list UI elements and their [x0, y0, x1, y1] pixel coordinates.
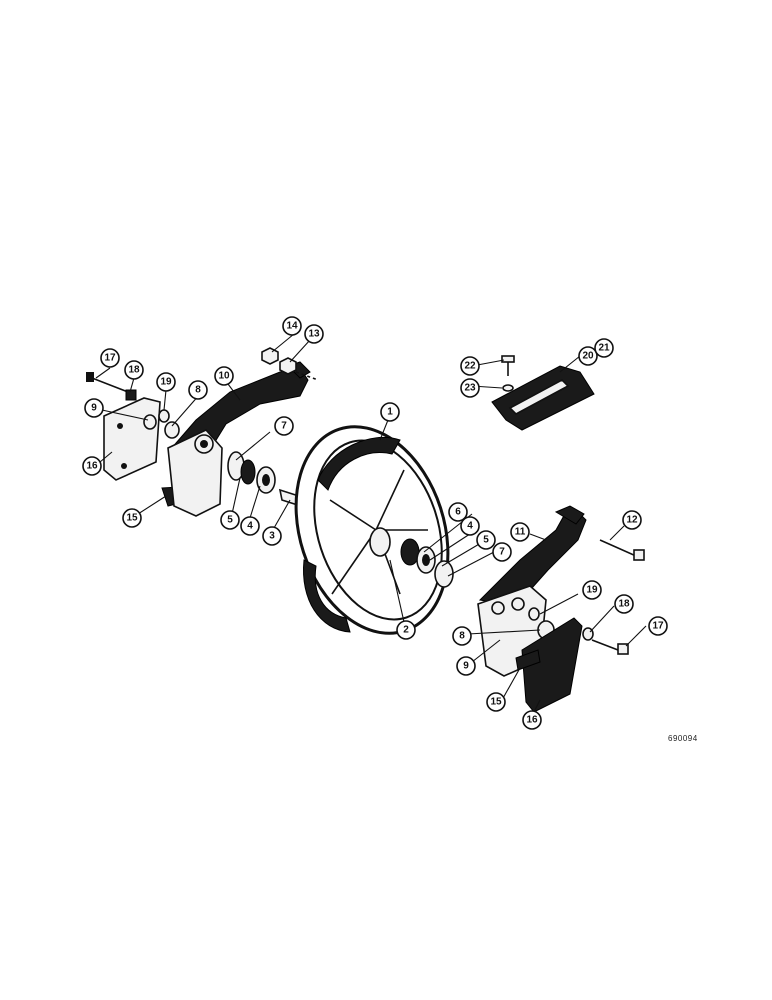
callout-15-right: 15 — [486, 692, 506, 712]
svg-text:12: 12 — [626, 515, 638, 526]
svg-text:17: 17 — [104, 353, 116, 364]
callout-20: 20 — [578, 346, 598, 366]
callout-2: 2 — [396, 620, 416, 640]
callout-3: 3 — [262, 526, 282, 546]
callout-21: 21 — [594, 338, 614, 358]
left-mounting-bracket — [86, 361, 311, 517]
svg-text:13: 13 — [308, 329, 320, 340]
callout-22: 22 — [460, 356, 480, 376]
svg-text:4: 4 — [467, 521, 473, 532]
svg-text:17: 17 — [652, 621, 664, 632]
svg-text:1: 1 — [387, 407, 393, 418]
svg-text:16: 16 — [526, 715, 538, 726]
right-mounting-bracket — [477, 505, 645, 713]
callout-8-left: 8 — [188, 380, 208, 400]
callout-14: 14 — [282, 316, 302, 336]
svg-text:15: 15 — [490, 697, 502, 708]
svg-text:22: 22 — [464, 361, 476, 372]
svg-text:7: 7 — [499, 547, 505, 558]
callout-18-left: 18 — [124, 360, 144, 380]
callout-12: 12 — [622, 510, 642, 530]
svg-text:20: 20 — [582, 351, 594, 362]
callout-6: 6 — [448, 502, 468, 522]
callout-1: 1 — [380, 402, 400, 422]
callout-15-left: 15 — [122, 508, 142, 528]
wheel — [294, 425, 450, 635]
svg-text:8: 8 — [195, 385, 201, 396]
svg-text:3: 3 — [269, 531, 275, 542]
callout-17-right: 17 — [648, 616, 668, 636]
svg-text:14: 14 — [286, 321, 298, 332]
svg-text:10: 10 — [218, 371, 230, 382]
callout-5-left: 5 — [220, 510, 240, 530]
callout-16-right: 16 — [522, 710, 542, 730]
svg-text:11: 11 — [515, 527, 526, 538]
svg-text:19: 19 — [160, 377, 172, 388]
callout-23: 23 — [460, 378, 480, 398]
callout-7-right: 7 — [492, 542, 512, 562]
svg-text:23: 23 — [464, 383, 476, 394]
svg-text:21: 21 — [598, 343, 610, 354]
callout-17-left: 17 — [100, 348, 120, 368]
callout-10: 10 — [214, 366, 234, 386]
svg-text:4: 4 — [247, 521, 253, 532]
callout-19-right: 19 — [582, 580, 602, 600]
svg-text:9: 9 — [463, 661, 469, 672]
svg-text:5: 5 — [227, 515, 233, 526]
callout-8-right: 8 — [452, 626, 472, 646]
drawing-reference-number: 690094 — [668, 734, 698, 743]
callout-5-right: 5 — [476, 530, 496, 550]
leader-lines — [95, 333, 647, 713]
svg-text:8: 8 — [459, 631, 465, 642]
callout-11: 11 — [510, 522, 530, 542]
svg-text:18: 18 — [128, 365, 140, 376]
svg-text:2: 2 — [403, 625, 409, 636]
callout-7-left: 7 — [274, 416, 294, 436]
callout-9-left: 9 — [84, 398, 104, 418]
callout-4-left: 4 — [240, 516, 260, 536]
callout-9-right: 9 — [456, 656, 476, 676]
guard-plate — [491, 355, 595, 431]
svg-text:6: 6 — [455, 507, 461, 518]
svg-text:7: 7 — [281, 421, 287, 432]
svg-text:5: 5 — [483, 535, 489, 546]
callout-4-right: 4 — [460, 516, 480, 536]
callout-18-right: 18 — [614, 594, 634, 614]
svg-text:15: 15 — [126, 513, 138, 524]
svg-text:19: 19 — [586, 585, 598, 596]
svg-text:16: 16 — [86, 461, 98, 472]
callout-16-left: 16 — [82, 456, 102, 476]
svg-text:18: 18 — [618, 599, 630, 610]
right-axle-stack — [400, 538, 454, 588]
svg-text:9: 9 — [91, 403, 97, 414]
top-nuts — [261, 347, 319, 381]
callout-13: 13 — [304, 324, 324, 344]
callout-19-left: 19 — [156, 372, 176, 392]
